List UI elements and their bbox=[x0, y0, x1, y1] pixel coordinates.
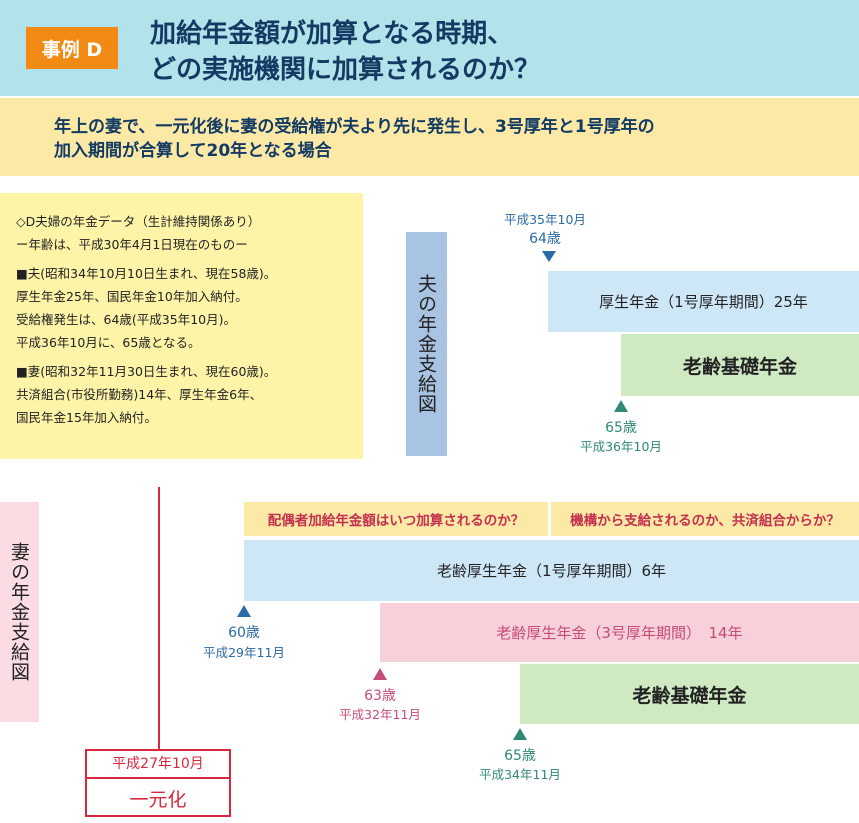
husband-data-2: 厚生年金25年、国民年金10年加入納付。 bbox=[16, 289, 248, 304]
couple-data-note: ー年齢は、平成30年4月1日現在のものー bbox=[16, 237, 248, 252]
wife-65-age: 65歳 bbox=[504, 748, 536, 764]
subtitle-banner bbox=[0, 98, 859, 176]
wife-data-1: ■妻(昭和32年11月30日生まれ、現在60歳)。 bbox=[16, 364, 277, 379]
wife-60-age: 60歳 bbox=[228, 625, 260, 641]
title-banner bbox=[0, 0, 859, 96]
couple-data-box bbox=[0, 193, 363, 459]
husband-data-1: ■夫(昭和34年10月10日生まれ、現在58歳)。 bbox=[16, 266, 277, 281]
title-line-2: どの実施機関に加算されるのか？ bbox=[150, 55, 541, 85]
wife-data-3: 国民年金15年加入納付。 bbox=[16, 410, 157, 425]
title-line-1: 加給年金額が加算となる時期、 bbox=[150, 19, 514, 49]
husband-basic-pension-band: 老齢基礎年金 bbox=[621, 334, 859, 396]
husband-data-4: 平成36年10月に、65歳となる。 bbox=[16, 335, 201, 350]
wife-63-age: 63歳 bbox=[364, 688, 396, 704]
husband-65-date: 平成36年10月 bbox=[580, 439, 662, 454]
question-when-added: 配偶者加給年金額はいつ加算されるのか？ bbox=[244, 502, 548, 536]
wife-chart-label: 妻の年金支給図 bbox=[8, 542, 30, 682]
wife-employee-pension-1-band: 老齢厚生年金（1号厚年期間）6年 bbox=[244, 540, 859, 601]
husband-data-3: 受給権発生は、64歳(平成35年10月)。 bbox=[16, 312, 236, 327]
husband-65-marker-icon bbox=[614, 400, 628, 412]
subtitle-line-2: 加入期間が合算して20年となる場合 bbox=[54, 141, 332, 161]
wife-65-date: 平成34年11月 bbox=[479, 767, 561, 782]
case-badge: 事例 D bbox=[26, 27, 118, 69]
wife-chart-label-bar: 妻の年金支給図 bbox=[0, 502, 39, 722]
subtitle-line-1: 年上の妻で、一元化後に妻の受給権が夫より先に発生し、3号厚年と1号厚年の bbox=[54, 117, 655, 137]
husband-65-age: 65歳 bbox=[605, 420, 637, 436]
page-title: 加給年金額が加算となる時期、 どの実施機関に加算されるのか？ bbox=[150, 16, 850, 88]
unification-date: 平成27年10月 bbox=[85, 749, 231, 779]
wife-basic-pension-band: 老齢基礎年金 bbox=[520, 664, 859, 724]
couple-data-heading: ◇D夫婦の年金データ（生計維持関係あり） bbox=[16, 214, 261, 229]
husband-chart-label: 夫の年金支給図 bbox=[415, 274, 437, 414]
question-which-institution: 機構から支給されるのか、共済組合からか？ bbox=[551, 502, 859, 536]
unification-label: 一元化 bbox=[129, 788, 187, 811]
wife-60-date: 平成29年11月 bbox=[203, 645, 285, 660]
husband-chart-label-bar: 夫の年金支給図 bbox=[406, 232, 447, 456]
wife-employee-pension-3-band: 老齢厚生年金（3号厚年期間） 14年 bbox=[380, 603, 859, 662]
wife-60-marker-icon bbox=[237, 605, 251, 617]
unification-box bbox=[85, 749, 231, 817]
husband-start-age: 64歳 bbox=[529, 231, 561, 247]
husband-employee-pension-band: 厚生年金（1号厚年期間）25年 bbox=[548, 271, 859, 332]
wife-63-date: 平成32年11月 bbox=[339, 707, 421, 722]
husband-start-date: 平成35年10月 bbox=[504, 212, 586, 227]
subtitle: 年上の妻で、一元化後に妻の受給権が夫より先に発生し、3号厚年と1号厚年の 加入期… bbox=[54, 115, 844, 163]
wife-data-2: 共済組合(市役所勤務)14年、厚生年金6年、 bbox=[16, 387, 263, 402]
husband-start-marker-icon bbox=[542, 251, 556, 262]
wife-63-marker-icon bbox=[373, 668, 387, 680]
unification-line bbox=[158, 487, 160, 750]
couple-data-text: ◇D夫婦の年金データ（生計維持関係あり） ー年齢は、平成30年4月1日現在のもの… bbox=[16, 210, 361, 429]
wife-65-marker-icon bbox=[513, 728, 527, 740]
